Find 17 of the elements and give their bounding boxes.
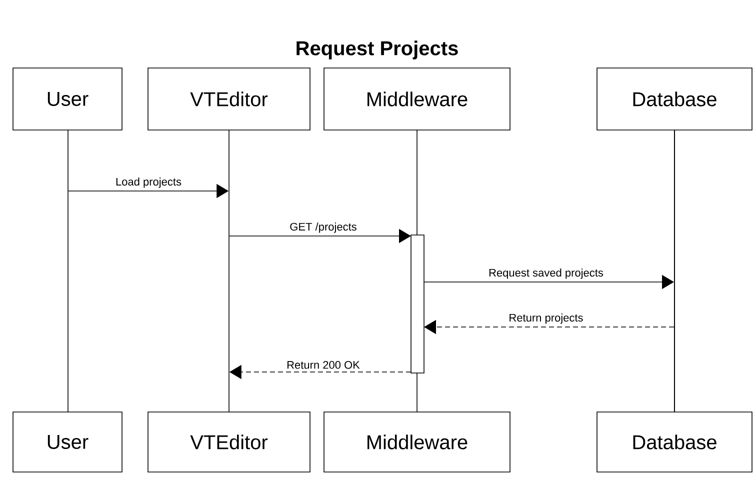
edge-label: Request saved projects	[489, 268, 604, 279]
lifeline	[228, 130, 230, 412]
participant-box: Database	[596, 412, 752, 472]
edge-label: Load projects	[116, 178, 182, 188]
edge-label: Return 200 OK	[287, 361, 360, 369]
participant-box: VTEditor	[148, 68, 310, 130]
participant-box: Middleware	[324, 412, 510, 472]
participant-box: User	[12, 68, 122, 130]
edge-label: GET /projects	[290, 222, 356, 233]
lifeline	[674, 130, 675, 412]
participant-box: User	[12, 412, 122, 472]
participant-box: VTEditor	[148, 412, 310, 472]
participant-box: Middleware	[324, 68, 510, 130]
edge-label: Return projects	[510, 314, 583, 324]
participant-box: Database	[596, 68, 752, 130]
title: Request Projects	[296, 40, 458, 60]
activation-bar	[410, 234, 424, 374]
